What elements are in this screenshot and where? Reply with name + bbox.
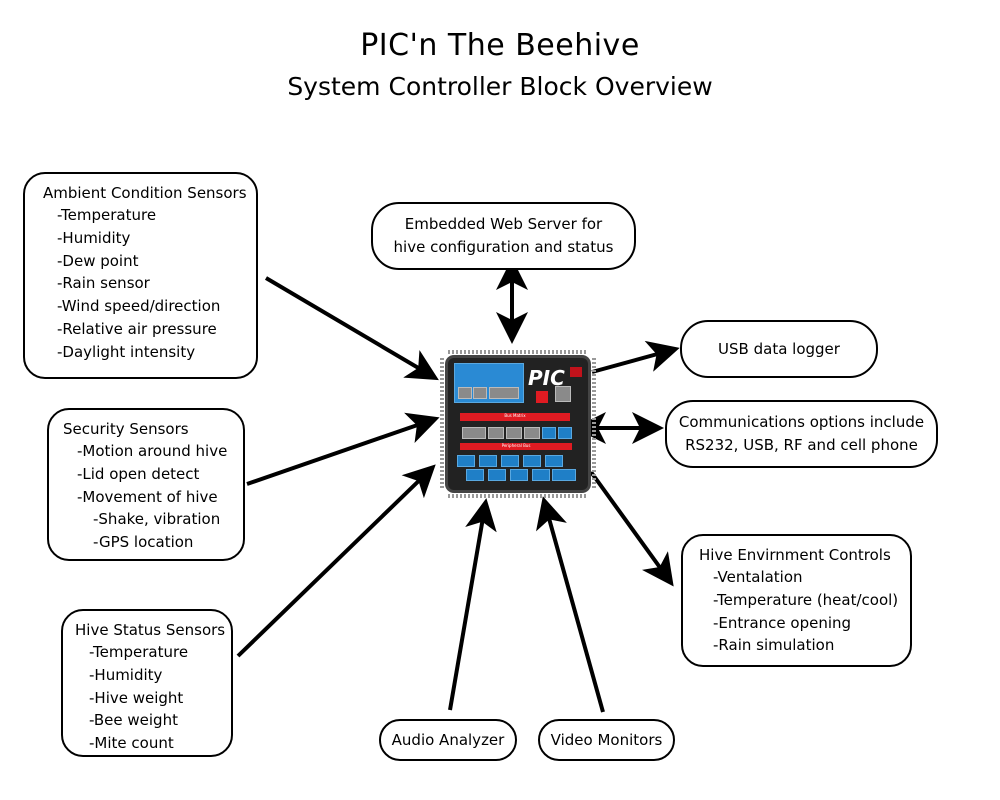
security-sensor-subitem: -GPS location (93, 533, 194, 552)
communications-line2: RS232, USB, RF and cell phone (685, 436, 918, 454)
arrow-chip-to-environment (589, 470, 674, 587)
chip-peripheral-block (552, 469, 576, 481)
web-server-line1: Embedded Web Server for (404, 215, 603, 233)
chip-dma-block (536, 391, 548, 403)
chip-peripheral-block (479, 455, 497, 467)
security-sensors-box: Security Sensors -Motion around hive -Li… (47, 408, 245, 561)
environment-control-item: -Entrance opening (713, 613, 852, 632)
hive-status-sensors-heading: Hive Status Sensors (75, 621, 226, 639)
chip-mid-block (488, 427, 504, 439)
chip-mem-block (489, 387, 519, 399)
audio-analyzer-label: Audio Analyzer (391, 730, 505, 749)
security-sensor-subitem: -Shake, vibration (93, 510, 221, 529)
ambient-sensors-box: Ambient Condition Sensors -Temperature -… (23, 172, 258, 379)
environment-control-item: -Rain simulation (713, 636, 835, 655)
chip-bus-matrix: Bus Matrix (460, 413, 570, 421)
environment-control-item: -Temperature (heat/cool) (713, 590, 899, 609)
ambient-sensor-item: -Wind speed/direction (57, 297, 221, 316)
chip-pins-top (448, 350, 588, 354)
ambient-sensor-item: -Dew point (57, 251, 139, 270)
chip-pins-bottom (448, 494, 588, 498)
chip-mem-block (458, 387, 472, 399)
chip-mid-block (506, 427, 522, 439)
hive-status-sensors-box: Hive Status Sensors -Temperature -Humidi… (61, 609, 233, 757)
diagram-subtitle: System Controller Block Overview (287, 72, 713, 101)
chip-peripheral-block (545, 455, 563, 467)
chip-peripheral-block (510, 469, 528, 481)
video-monitors-label: Video Monitors (550, 730, 663, 749)
chip-mid-block (542, 427, 556, 439)
chip-peripheral-bus: Peripheral Bus (460, 443, 572, 450)
chip-peripheral-block (501, 455, 519, 467)
usb-logger-label: USB data logger (718, 339, 840, 358)
chip-pins-right (592, 358, 596, 490)
ambient-sensor-item: -Temperature (57, 206, 157, 224)
hive-status-sensor-item: -Temperature (89, 643, 189, 661)
chip-peripheral-block (488, 469, 506, 481)
pic-microcontroller-chip: PIC Bus Matrix Peripheral Bus (448, 358, 588, 490)
chip-peripheral-block (523, 455, 541, 467)
hive-status-sensor-item: -Mite count (89, 734, 174, 753)
chip-mid-block (462, 427, 486, 439)
audio-analyzer-box: Audio Analyzer (379, 719, 517, 761)
web-server-line2: hive configuration and status (393, 238, 614, 256)
diagram-title: PIC'n The Beehive (360, 28, 640, 63)
arrow-hivestatus-to-chip (236, 464, 436, 658)
arrow-security-to-chip (246, 412, 440, 486)
chip-mid-block (558, 427, 572, 439)
ambient-sensor-item: -Rain sensor (57, 274, 150, 293)
ambient-sensors-heading: Ambient Condition Sensors (43, 184, 247, 202)
arrow-ambient-to-chip (264, 276, 439, 381)
chip-mem-block (473, 387, 487, 399)
web-server-box: Embedded Web Server for hive configurati… (371, 202, 636, 270)
arrow-chip-to-usb-logger (591, 340, 680, 374)
ambient-sensor-item: -Humidity (57, 228, 131, 247)
hive-status-sensor-item: -Bee weight (89, 711, 178, 730)
security-sensors-heading: Security Sensors (63, 420, 189, 438)
video-monitors-box: Video Monitors (538, 719, 675, 761)
usb-logger-box: USB data logger (680, 320, 878, 378)
arrow-video-to-chip (536, 496, 605, 713)
ambient-sensor-item: -Daylight intensity (57, 342, 196, 361)
chip-mid-block (524, 427, 540, 439)
communications-line1: Communications options include (678, 413, 925, 431)
security-sensor-item: -Movement of hive (77, 487, 218, 506)
hive-status-sensor-item: -Hive weight (89, 688, 184, 707)
security-sensor-item: -Lid open detect (77, 464, 200, 483)
ambient-sensor-item: -Relative air pressure (57, 319, 217, 338)
security-sensor-item: -Motion around hive (77, 442, 228, 460)
environment-controls-box: Hive Envirnment Controls -Ventalation -T… (681, 534, 912, 667)
chip-pins-left (440, 358, 444, 490)
chip-peripheral-block (466, 469, 484, 481)
chip-peripheral-block (457, 455, 475, 467)
hive-status-sensor-item: -Humidity (89, 665, 163, 684)
environment-controls-heading: Hive Envirnment Controls (699, 546, 891, 564)
chip-logo-badge (570, 367, 582, 377)
arrow-audio-to-chip (448, 498, 497, 711)
chip-peripheral-block (532, 469, 550, 481)
communications-box: Communications options include RS232, US… (665, 400, 938, 468)
chip-cache-block (555, 386, 571, 402)
environment-control-item: -Ventalation (713, 568, 803, 586)
